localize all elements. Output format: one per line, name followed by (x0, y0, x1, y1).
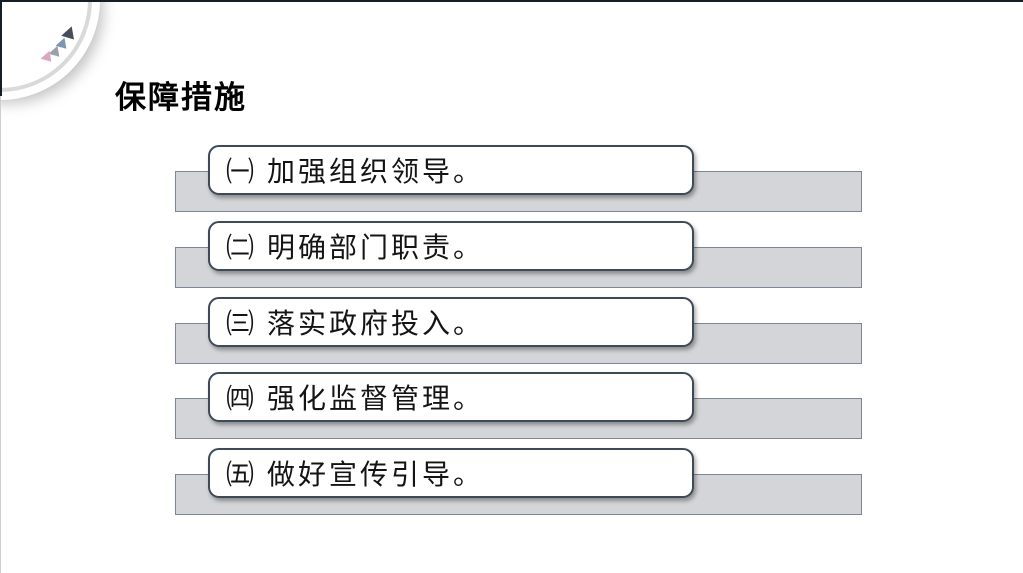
list-row: ㈤ 做好宣传引导。 (0, 448, 1023, 524)
measure-box: ㈤ 做好宣传引导。 (208, 448, 694, 498)
measure-label: ㈢ 落实政府投入。 (226, 309, 485, 340)
list-row: ㈣ 强化监督管理。 (0, 372, 1023, 448)
measure-box: ㈠ 加强组织领导。 (208, 145, 694, 195)
measure-label: ㈣ 强化监督管理。 (226, 384, 485, 415)
list-row: ㈠ 加强组织领导。 (0, 145, 1023, 221)
measure-box: ㈡ 明确部门职责。 (208, 221, 694, 271)
slide-top-border (0, 0, 1023, 2)
slide-left-border-light (0, 96, 1, 573)
slide-left-border-dark (0, 0, 2, 96)
measure-label: ㈤ 做好宣传引导。 (226, 460, 485, 491)
measure-box: ㈣ 强化监督管理。 (208, 372, 694, 422)
measure-box: ㈢ 落实政府投入。 (208, 297, 694, 347)
measure-label: ㈠ 加强组织领导。 (226, 157, 485, 188)
measure-label: ㈡ 明确部门职责。 (226, 233, 485, 264)
corner-arc-ornament (0, 0, 92, 92)
list-row: ㈡ 明确部门职责。 (0, 221, 1023, 297)
list-row: ㈢ 落实政府投入。 (0, 297, 1023, 373)
page-title: 保障措施 (115, 80, 247, 115)
